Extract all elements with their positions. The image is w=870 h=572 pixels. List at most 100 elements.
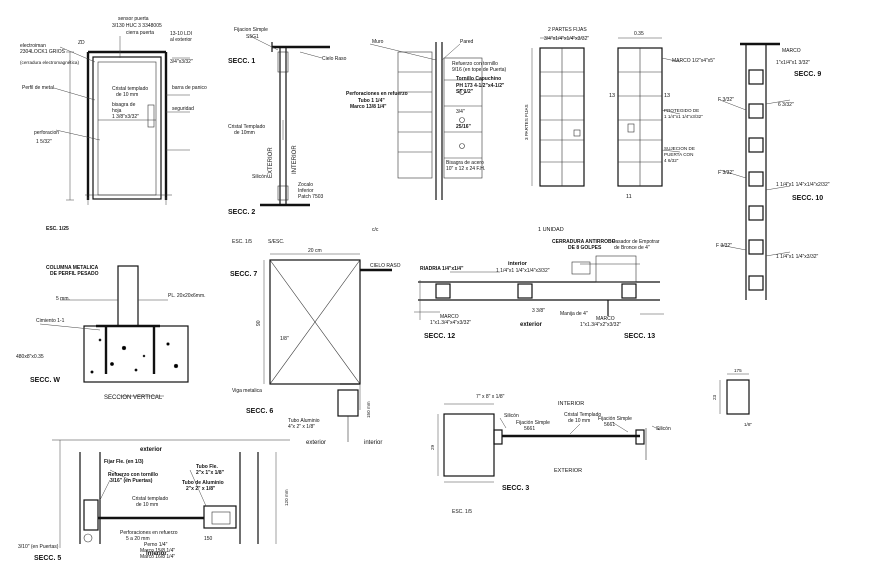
label-dim-vright: 120 mm (284, 489, 289, 506)
label-cristal-low2: de 10 mm (136, 502, 158, 508)
label-dim-side: 3 PARTES FIJAS (524, 104, 529, 140)
label-secc3: SECC. 3 (502, 485, 529, 492)
label-esc-15b: ESC. 1/5 (452, 509, 472, 515)
label-dim-base: 480x8"x0.35 (16, 354, 44, 360)
label-silicon: Silicón (252, 174, 267, 180)
label-perfs-low2: 5 a 20 mm (126, 536, 150, 542)
label-tornillo2: PH 173 4-1/2"x4-1/2" (456, 83, 505, 89)
label-zocalo: Zocalo (298, 182, 313, 188)
label-secc6: SECC. 6 (246, 408, 273, 415)
label-exterior-up: EXTERIOR (554, 468, 582, 474)
section-3 (437, 403, 661, 483)
label-muro: Muro (372, 39, 384, 45)
label-exterior-h: exterior (520, 322, 543, 328)
label-f332c: F 3/32" (718, 170, 734, 176)
label-silicon-r: Silicón (656, 426, 671, 432)
label-tubo-alum: Tubo de Aluminio (182, 480, 224, 486)
label-barra: barra de panico (172, 85, 207, 91)
label-tornillo: Tornillo Capuchino (456, 76, 501, 82)
label-pull-al: al exterior (170, 37, 192, 43)
label-zocalo3: Patch 7503 (298, 194, 324, 200)
label-size-sm: 3/4" (456, 109, 465, 115)
label-f332b: 6 3/32" (778, 102, 794, 108)
label-electroiman: electroiman (20, 43, 46, 49)
label-perno3: Marco 16/8 1/4" (140, 554, 175, 560)
label-tubo-al2: 4"x 2" x 1/8" (288, 424, 315, 430)
label-col-mm: 5 mm. (56, 296, 70, 302)
label-riadria: RIADRIA 1/4"x1/4" (420, 266, 464, 272)
label-marco-r3: 1"x1.3/4"x2"x3/32" (580, 322, 621, 328)
section-5 (52, 439, 290, 548)
label-esc-15: ESC. 1/5 (232, 239, 252, 245)
label-dim-top8: 7" x 8" x 1/8" (476, 394, 505, 400)
label-electroiman-spec: 2304LOCK1 GRIOS (20, 49, 66, 55)
label-tubo-al: Tubo Aluminio (288, 418, 320, 424)
label-sujecion2: PUERTA CON (664, 152, 693, 157)
label-viga: Viga metalica (232, 388, 262, 394)
label-interior-vertical: INTERIOR (292, 145, 298, 174)
label-marco-l: MARCO (440, 314, 459, 320)
label-secc2: SECC. 2 (228, 209, 255, 216)
label-size-top: 3/4"x1/4"x1/4"x3/32" (544, 36, 589, 42)
label-seccion-vertical: SECCION VERTICAL (104, 395, 163, 401)
label-fijacion-s2: Fijación Simple (598, 416, 632, 422)
label-partes-fijas: 2 PARTES FIJAS (548, 27, 587, 33)
label-refuerzo-low: Refuerzo con tornillo (108, 472, 158, 478)
label-rmn-bisagra: Bisagra de acero (446, 160, 484, 166)
label-sensor-code: 3/130 HUC 3 3348005 (112, 23, 162, 29)
label-secc13: SECC. 13 (624, 333, 655, 340)
label-dim-150: 150 (204, 536, 213, 542)
label-secc1: SECC. 1 (228, 58, 255, 65)
label-secc12: SECC. 12 (424, 333, 455, 340)
label-refuerzo: Refuerzo con tornillo (452, 61, 498, 67)
label-pull-ld: 13-10 LDI (170, 31, 192, 37)
label-exterior-vertical: EXTERIOR (268, 147, 274, 178)
label-f332d: F 3/32" (716, 243, 732, 249)
label-rmn-bisagra2: 10" x 12 x 24 F.H. (446, 166, 485, 172)
label-electroiman-note: (cerradura electromagnética) (20, 60, 79, 65)
label-cimiento: Cimiento 1-1 (36, 318, 65, 324)
label-bisagra: bisagra de (112, 102, 136, 108)
label-barra2: seguridad (172, 106, 194, 112)
label-dim-s10: 3/10" (en Puertas) (18, 544, 59, 550)
label-marco-r: MARCO 1/2"x4"x5" (672, 58, 715, 64)
label-col-metal2: DE PERFIL PESADO (50, 271, 99, 277)
label-tubo-left: 1 3/8"x3/32" (112, 114, 139, 120)
label-dim-90: 90 (256, 320, 262, 326)
label-protegido: PROTEGIDO DE (664, 108, 699, 113)
label-marco-metal: Perfil de metal (22, 85, 54, 91)
label-secc10: SECC. 10 (792, 195, 823, 202)
label-exterior-low: exterior (306, 440, 326, 446)
label-fijacion-code: S5G1 (246, 34, 259, 40)
label-f332: F 3/32" (718, 97, 734, 103)
label-fijacion-s1b: 5661 (524, 426, 535, 432)
label-tubo-sec: Tubo 1 1/4" (358, 98, 385, 104)
section-7-6: ESC. 1/5 (232, 239, 392, 442)
label-perfs-low: Perforaciones en refuerzo (120, 530, 178, 536)
label-fijacion-s2b: 5661 (604, 422, 615, 428)
label-interior-h: interior (508, 261, 528, 267)
label-pl: PL. 20x20x6mm. (168, 293, 206, 299)
label-size-ext: 3/4"x3/32" (170, 59, 193, 65)
section-12-13 (414, 255, 664, 320)
label-cc: c/c (372, 227, 379, 233)
label-cristal-fix: Cristal Templado (564, 412, 601, 418)
label-cielo-raso2: CIELO RASO (370, 263, 401, 269)
label-cristal-mid: Cristal Templado (228, 124, 265, 130)
label-perf-size: 1 5/32" (36, 139, 52, 145)
label-esc-125: ESC. 1/25 (46, 226, 69, 232)
label-interior-low: interior (364, 440, 382, 446)
label-refuerzo-low2: 3/16" (en Puertas) (110, 478, 153, 484)
label-protegido2: 1 1/4"x1 1/4"x3/32" (664, 114, 703, 119)
label-secc-w: SECC. W (30, 377, 60, 384)
label-far-dim2: 1 1/4"x1 1/4"x3/32" (776, 254, 819, 260)
label-dim-11: 11 (626, 194, 632, 200)
section-9-10 (719, 42, 791, 300)
label-tornillo3: ST 1/2" (456, 89, 474, 95)
label-dim-row: 1 1/4"x1 1/4"x1/4"x3/32" (496, 268, 550, 274)
label-dim-left8: 29 (430, 444, 435, 450)
label-marco-sec: Marco 13/8 1/4" (350, 104, 387, 110)
label-fijacion-s1: Fijación Simple (516, 420, 550, 426)
label-box-left: 23 (712, 394, 717, 400)
